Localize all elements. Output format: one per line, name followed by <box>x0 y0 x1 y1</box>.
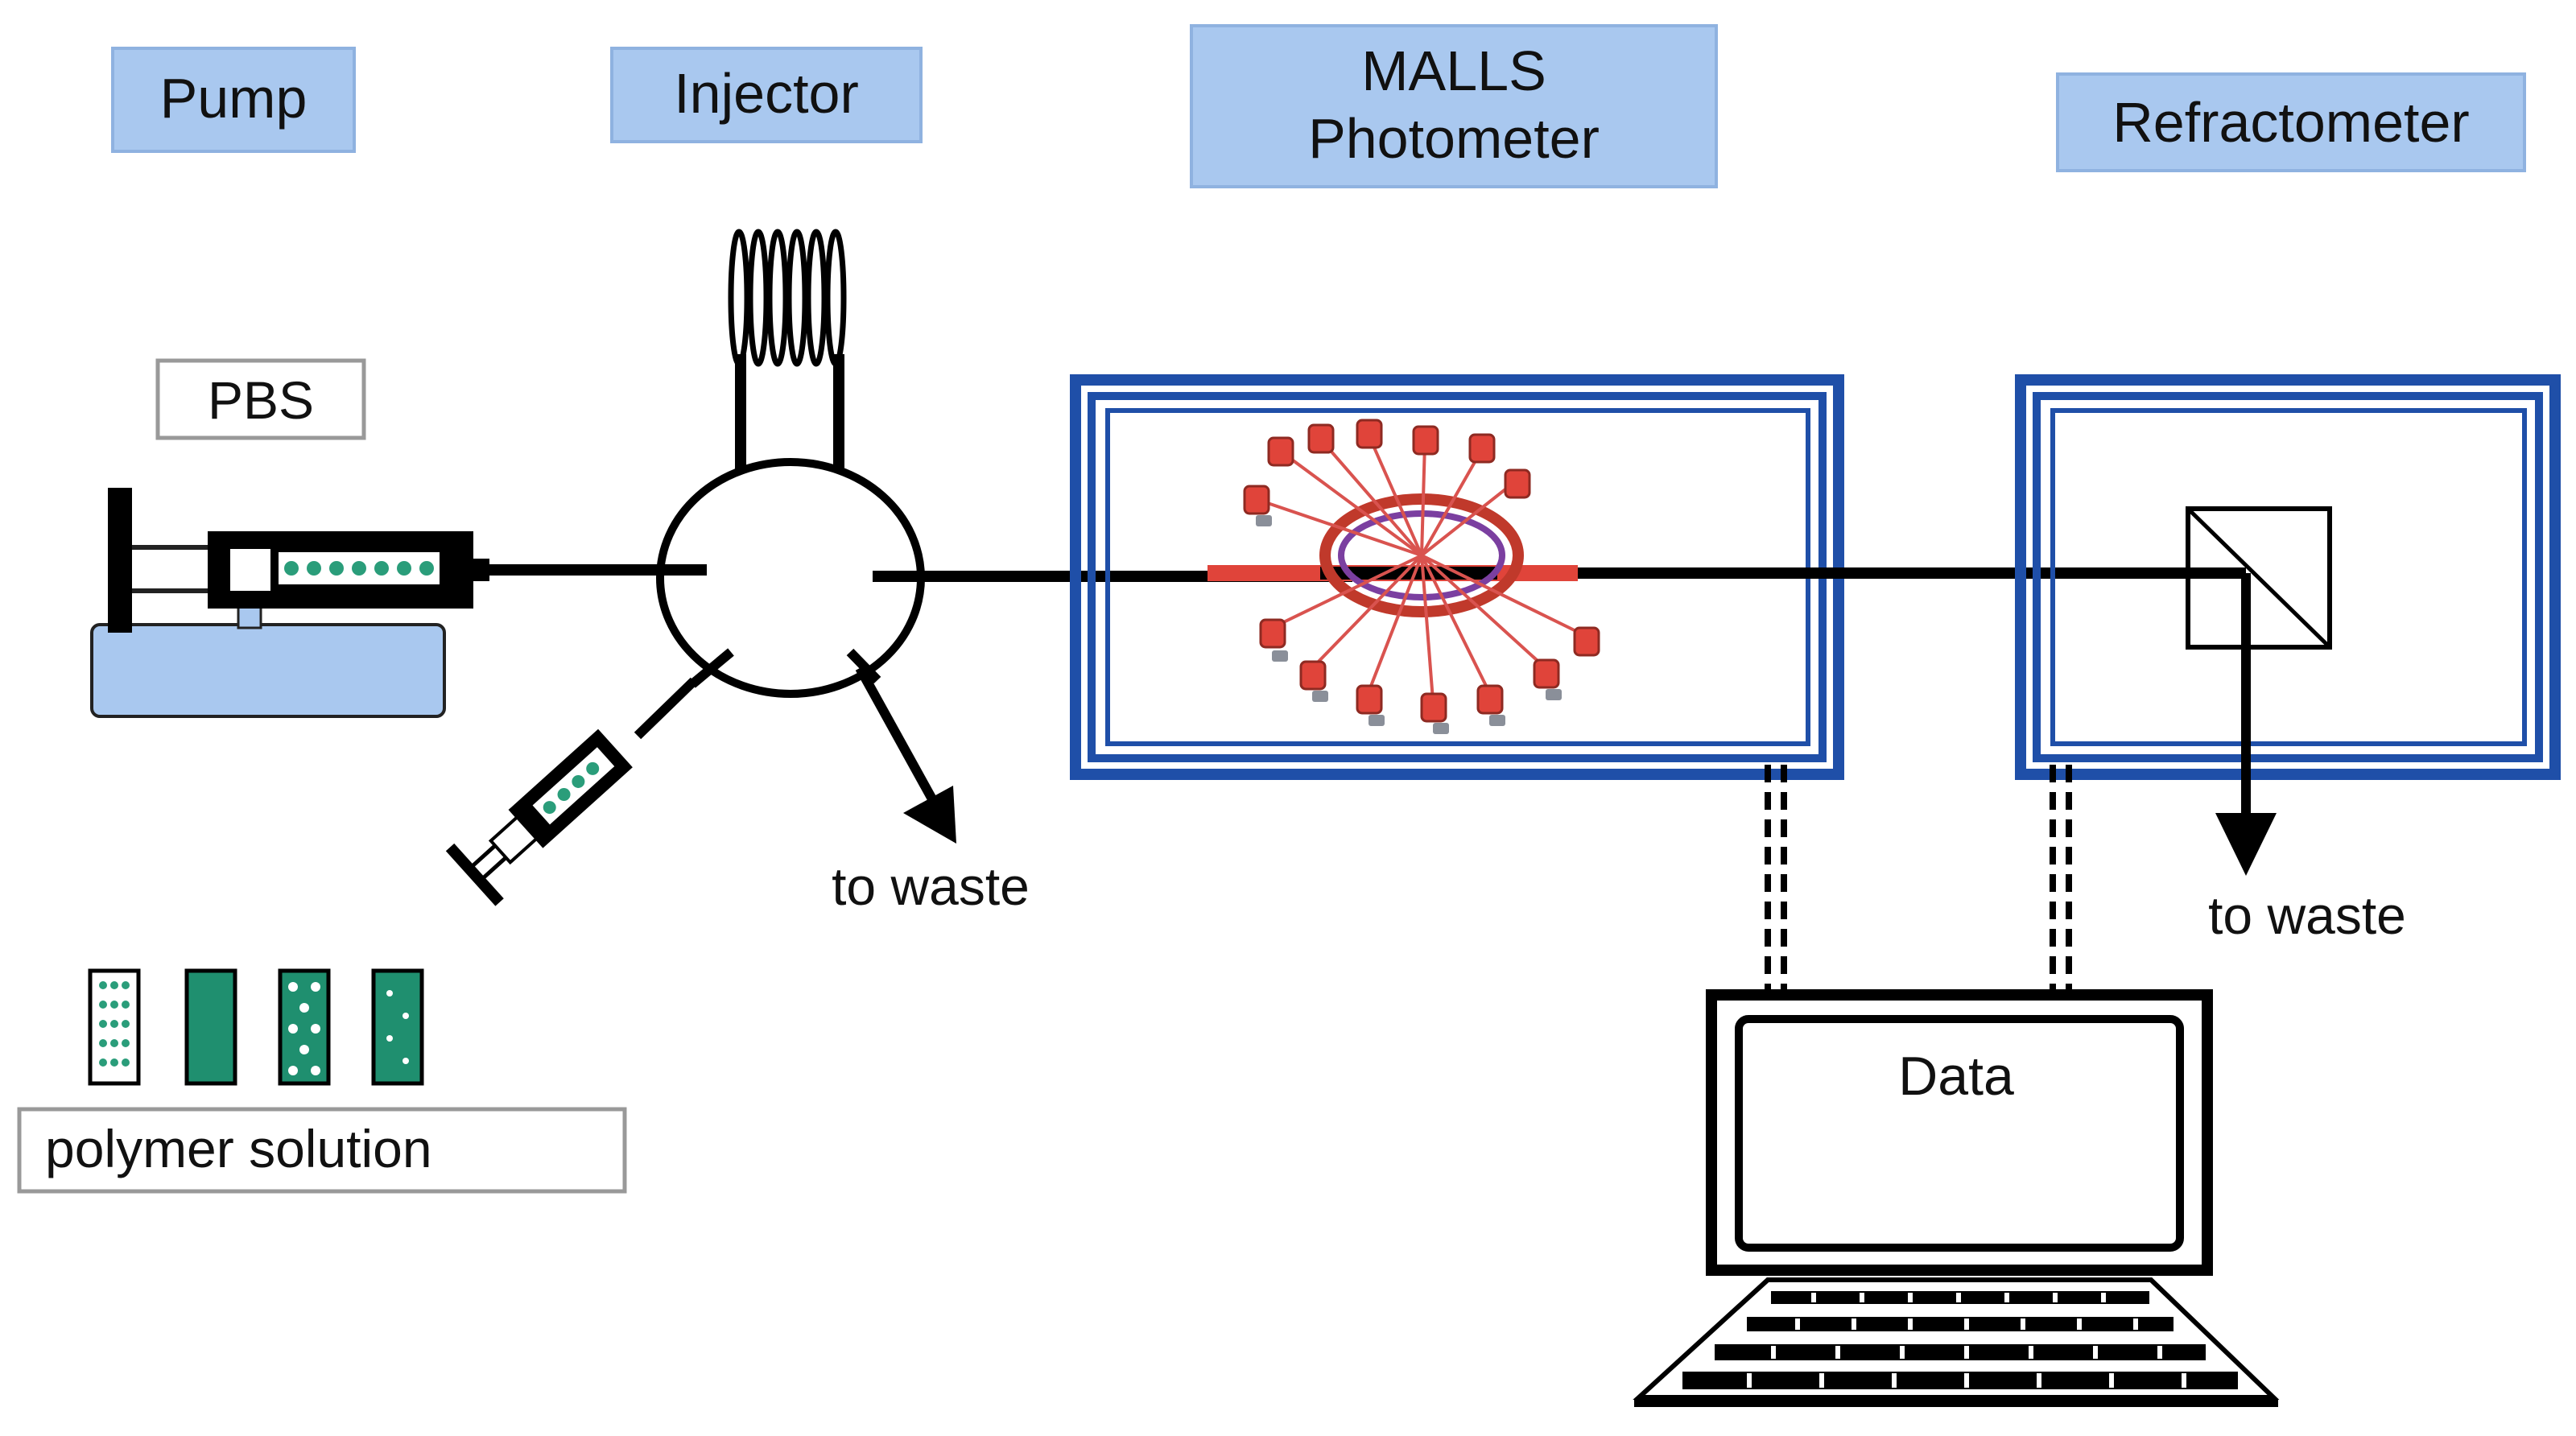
sample-syringe-icon <box>445 677 698 906</box>
polymer-solution-label: polymer solution <box>17 1107 627 1194</box>
malls-header-line2: Photometer <box>1308 107 1600 170</box>
injector-header-text: Injector <box>674 62 859 125</box>
pump-header-text: Pump <box>160 67 308 130</box>
refractometer-header-text: Refractometer <box>2112 91 2469 154</box>
refractometer-header: Refractometer <box>2056 72 2526 172</box>
computer-icon <box>1633 989 2280 1407</box>
malls-header-line1: MALLS <box>1361 39 1546 102</box>
malls-header: MALLS Photometer <box>1190 24 1718 188</box>
polymer-vials-icon <box>88 968 424 1086</box>
data-cables <box>1765 765 2072 995</box>
pump-header: Pump <box>111 47 356 153</box>
pbs-label: PBS <box>155 358 366 440</box>
injector-waste-arrow-icon <box>855 666 956 844</box>
injector-valve-icon <box>656 458 927 698</box>
refractometer-box <box>2015 374 2561 780</box>
polymer-solution-text: polymer solution <box>45 1119 432 1178</box>
malls-detector-ring-icon <box>1208 419 1600 734</box>
refractometer-waste-label: to waste <box>2208 885 2406 945</box>
refractometer-waste-arrow-icon <box>2215 573 2277 876</box>
computer-data-label: Data <box>1898 1046 2014 1107</box>
refractometer-prism-icon <box>2186 506 2332 650</box>
injector-header: Injector <box>610 47 923 143</box>
syringe-pump-icon <box>90 488 489 718</box>
pbs-label-text: PBS <box>208 370 314 430</box>
injector-waste-label: to waste <box>832 856 1030 916</box>
